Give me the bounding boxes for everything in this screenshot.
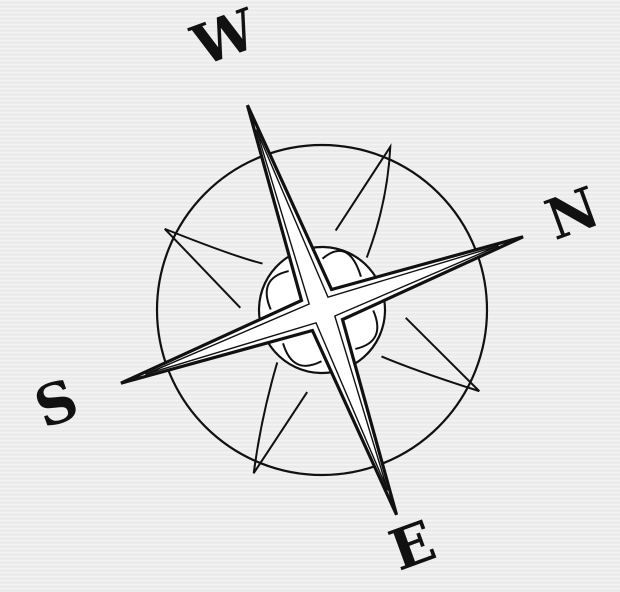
- petal-southwest: [221, 356, 327, 473]
- label-west: W: [183, 0, 267, 80]
- main-star: [46, 32, 597, 588]
- label-north: N: [537, 174, 608, 254]
- label-east: E: [381, 508, 444, 585]
- label-south: S: [26, 366, 87, 442]
- petal-northwest: [165, 202, 274, 323]
- compass-rose: [46, 32, 597, 588]
- petal-southeast: [372, 303, 479, 419]
